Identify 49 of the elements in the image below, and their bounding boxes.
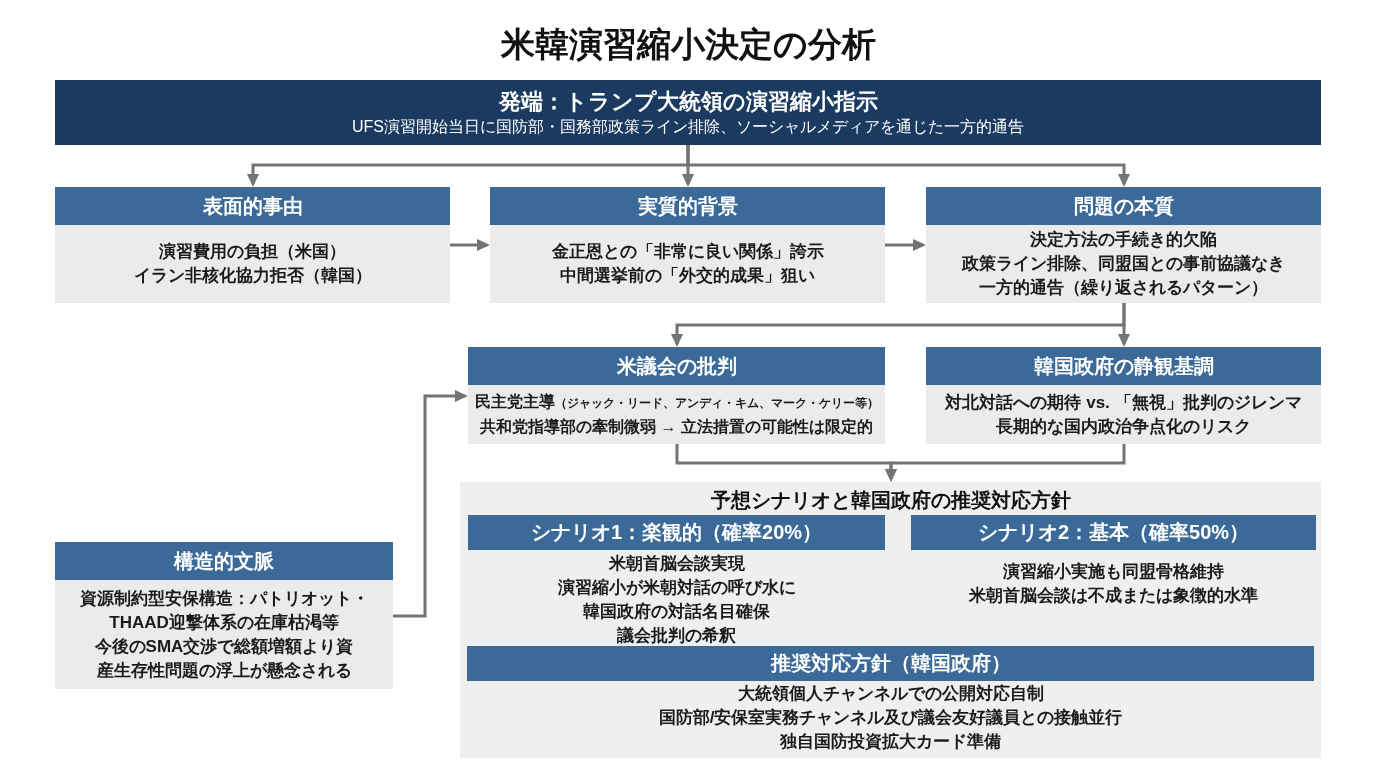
banner-title: 発端：トランプ大統領の演習縮小指示 bbox=[498, 87, 878, 116]
section-card bbox=[490, 187, 885, 303]
body-text: 議会批判の希釈 bbox=[617, 625, 736, 647]
banner-subtitle: UFS演習開始当日に国防部・国務部政策ライン排除、ソーシャルメディアを通じた一方的通告 bbox=[352, 116, 1024, 137]
connector-arrow bbox=[1118, 303, 1130, 347]
scenario-panel bbox=[460, 482, 1321, 758]
connector-arrow bbox=[885, 239, 926, 251]
section-header: 表面的事由 bbox=[55, 187, 450, 225]
body-text: 演習費用の負担（米国） bbox=[159, 241, 346, 263]
body-text: 独自国防投資拡大カード準備 bbox=[780, 731, 1001, 753]
body-text: 政策ライン排除、同盟国との事前協議なき一方的通告（繰り返されるパターン） bbox=[961, 253, 1286, 299]
connector-arrow bbox=[393, 390, 468, 618]
body-text: 米朝首脳会談は不成または象徴的水準 bbox=[969, 585, 1258, 607]
section-header: シナリオ2：基本（確率50%） bbox=[911, 515, 1316, 550]
header-banner bbox=[55, 80, 1321, 145]
body-note: （ジャック・リード、アンディ・キム、マーク・ケリー等） bbox=[554, 396, 879, 412]
section-card bbox=[926, 187, 1321, 303]
section-header: 韓国政府の静観基調 bbox=[926, 347, 1321, 385]
body-text: 共和党指導部の牽制微弱 → 立法措置の可能性は限定的 bbox=[480, 417, 873, 437]
section-header: 実質的背景 bbox=[490, 187, 885, 225]
body-text: 中間選挙前の「外交的成果」狙い bbox=[560, 265, 815, 287]
section-card bbox=[468, 347, 885, 444]
body-text: 国防部/安保室実務チャンネル及び議会友好議員との接触並行 bbox=[658, 707, 1123, 729]
diagram-title: 米韓演習縮小決定の分析 bbox=[500, 24, 876, 65]
body-text: 今後のSMA交渉で総額増額より資産生存性問題の浮上が懸念される bbox=[93, 635, 355, 682]
connector-arrow bbox=[885, 444, 1126, 482]
body-text: 長期的な国内政治争点化のリスク bbox=[996, 415, 1251, 438]
connector-arrow bbox=[450, 239, 490, 251]
body-text: 米朝首脳会談実現 bbox=[608, 553, 745, 575]
body-text: 演習縮小実施も同盟骨格維持 bbox=[1003, 561, 1224, 583]
body-text: 民主党主導 bbox=[474, 392, 555, 412]
section-header: 米議会の批判 bbox=[468, 347, 885, 385]
section-header: 問題の本質 bbox=[926, 187, 1321, 225]
section-header: シナリオ1：楽観的（確率20%） bbox=[468, 515, 885, 550]
body-text: 決定方法の手続き的欠陥 bbox=[1030, 229, 1217, 251]
section-card bbox=[926, 347, 1321, 444]
body-text: 資源制約型安保構造：パトリオット・THAAD迎撃体系の在庫枯渇等 bbox=[78, 587, 370, 634]
body-text: 大統領個人チャンネルでの公開対応自制 bbox=[737, 683, 1044, 705]
section-card bbox=[55, 187, 450, 303]
section-header: 構造的文脈 bbox=[55, 542, 393, 580]
body-text: 対北対話への期待 vs. 「無視」批判のジレンマ bbox=[945, 391, 1302, 414]
body-text: 韓国政府の対話名目確保 bbox=[583, 601, 770, 623]
connector-arrow bbox=[686, 145, 1130, 187]
body-text: 演習縮小が米朝対話の呼び水に bbox=[557, 577, 796, 599]
section-header: 推奨対応方針（韓国政府） bbox=[467, 646, 1314, 681]
panel-title: 予想シナリオと韓国政府の推奨対応方針 bbox=[710, 488, 1071, 513]
section-card bbox=[55, 542, 393, 689]
body-text: イラン非核化協力拒否（韓国） bbox=[133, 265, 372, 287]
body-text: 金正恩との「非常に良い関係」誇示 bbox=[551, 241, 824, 263]
